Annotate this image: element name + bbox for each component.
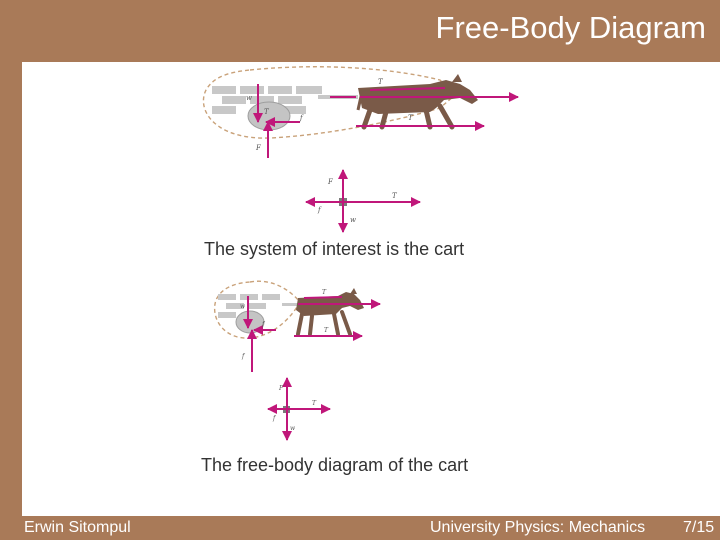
slide-title: Free-Body Diagram [435,10,706,45]
label-tension-horse: T [408,114,414,122]
horse [296,288,364,336]
fbd-label-friction: f [272,415,277,422]
system-boundary [202,66,457,139]
label-tension-horse: T [324,327,329,334]
fbd-label-normal: F [327,178,334,186]
content-area [22,62,720,516]
fbd-label-weight: w [350,216,356,224]
label-normal: f [241,353,246,360]
fbd-label-weight: w [290,425,296,432]
label-friction: f [261,321,266,328]
horse [356,74,478,130]
fbd-label-tension: T [392,192,398,200]
label-weight: w [246,94,252,102]
fbd-label-tension: T [312,400,317,407]
footer-author: Erwin Sitompul [24,519,131,536]
top-free-body-diagram: F T f w [305,169,421,233]
bottom-scene-forces [243,296,381,372]
cart [218,294,298,334]
bottom-system-scene: T w f f T [214,280,381,372]
top-scene-forces [253,84,519,158]
fbd-label-normal: F [278,385,284,392]
label-tension-top: T [378,78,384,86]
label-tension-top: T [322,289,327,296]
top-system-scene: w T T f F T [202,66,519,158]
footer-course: University Physics: Mechanics [430,519,646,536]
label-normal: F [255,144,262,152]
fbd-label-friction: f [317,206,322,214]
label-weight: w [240,303,246,310]
footer-page-number: 7/15 [683,519,715,536]
cart [212,86,358,131]
caption-system: The system of interest is the cart [204,239,465,259]
label-friction: f [299,114,304,122]
bottom-free-body-diagram: F T f w [267,377,331,441]
caption-fbd: The free-body diagram of the cart [201,455,469,475]
label-tension-cart: T [264,108,270,116]
